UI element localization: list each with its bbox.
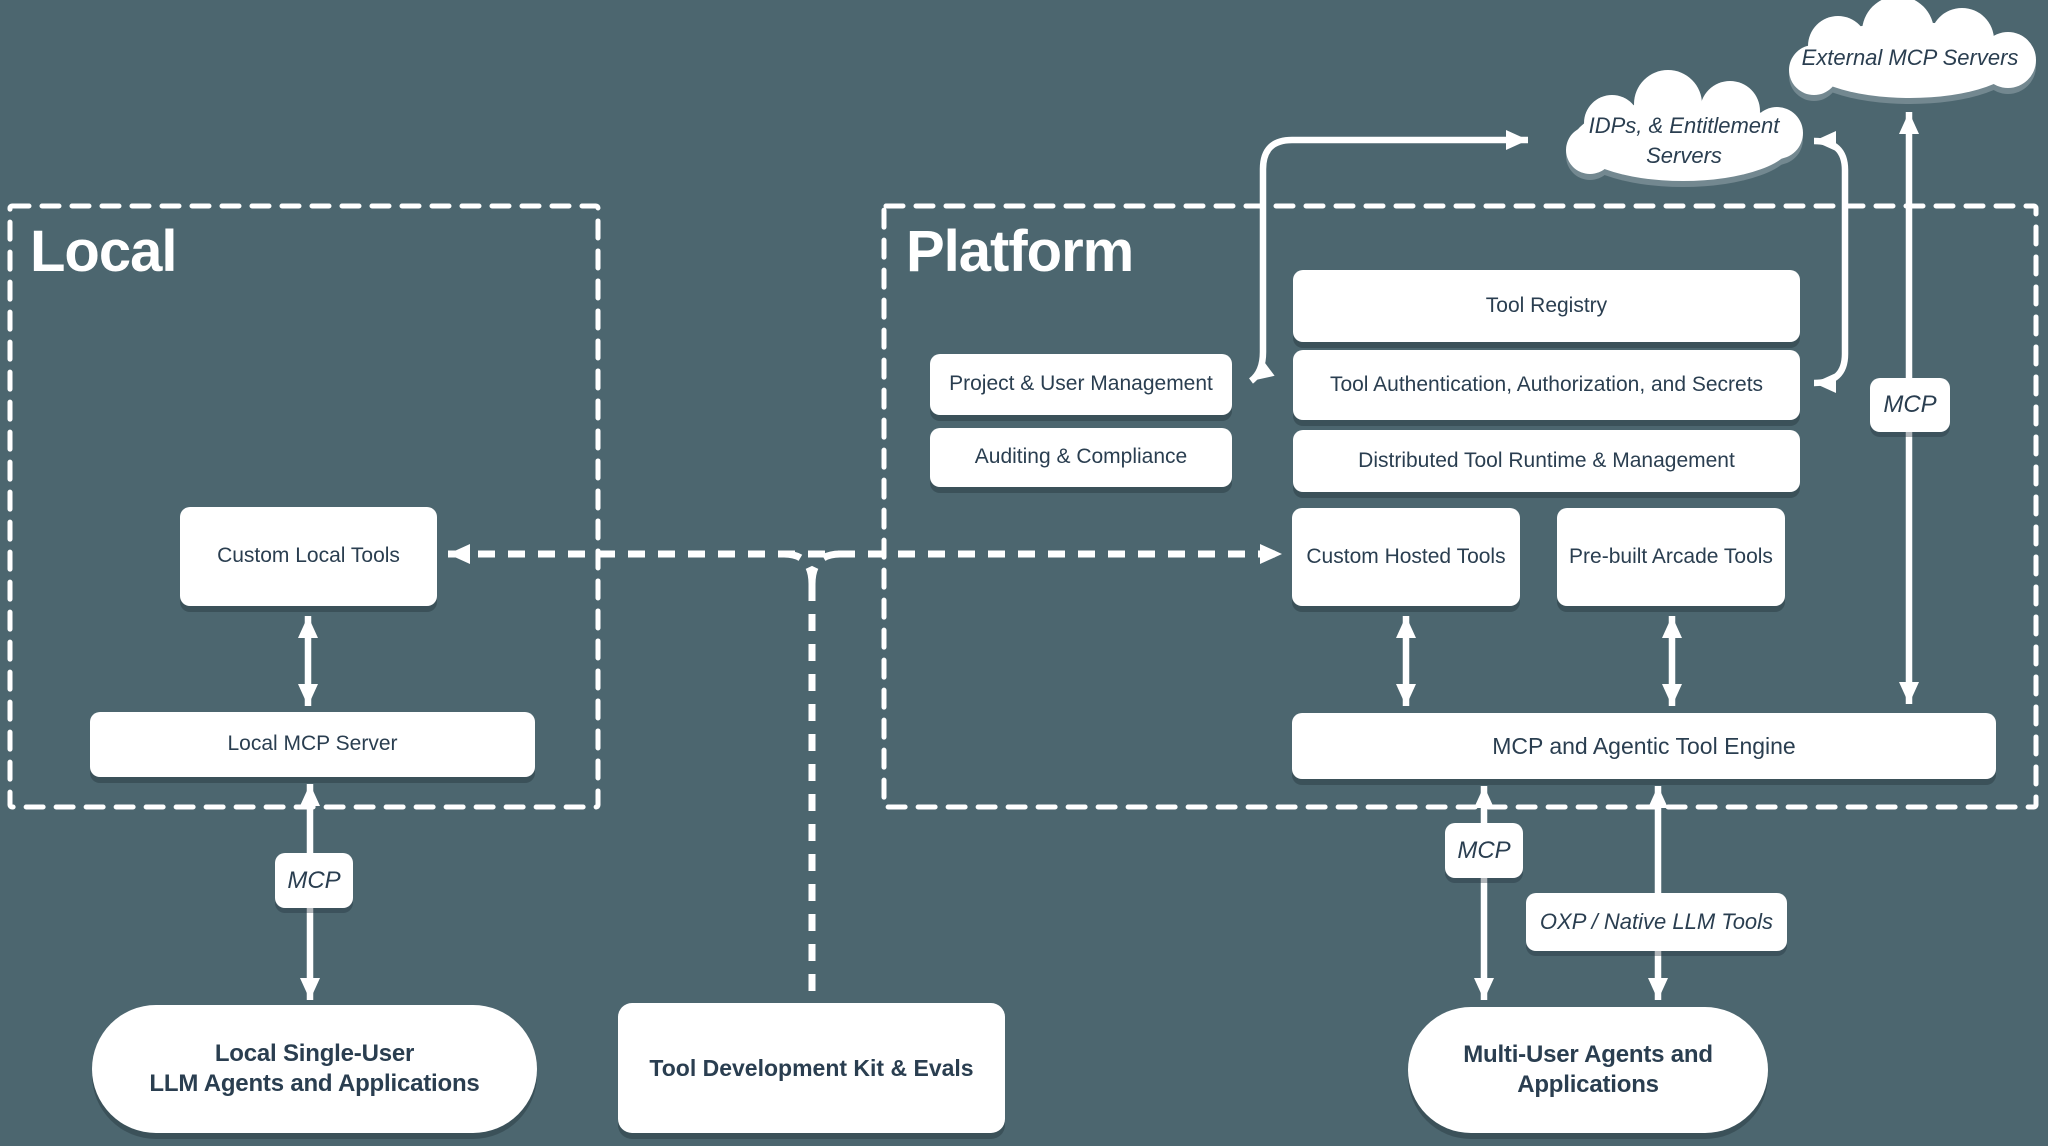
project-user-management-box: Project & User Management [930,354,1232,415]
tool-development-kit-box: Tool Development Kit & Evals [618,1003,1005,1133]
local-region-title: Local [30,219,177,284]
custom-hosted-tools-box: Custom Hosted Tools [1292,508,1520,606]
local-single-user-line2: LLM Agents and Applications [149,1070,480,1097]
local-single-user-line1: Local Single-User [214,1040,415,1067]
idps-cloud-label-line2: Servers [1646,143,1722,168]
idps-cloud [1566,70,1803,181]
external-mcp-cloud [1789,0,2036,98]
dashed-branch-curve-right [808,550,841,585]
multi-user-line1: Multi-User Agents and [1463,1041,1713,1068]
idps-cloud-label: IDPs, & Entitlement Servers [1570,108,1798,174]
idps-cloud-label-line1: IDPs, & Entitlement [1588,113,1780,139]
multi-user-line2: Applications [1517,1071,1659,1098]
multi-user-agents-pill: Multi-User Agents and Applications [1408,1007,1768,1133]
dashed-branch-curve-left [783,550,816,585]
mcp-agentic-tool-engine-box: MCP and Agentic Tool Engine [1292,713,1996,779]
distributed-runtime-box: Distributed Tool Runtime & Management [1293,430,1800,492]
prebuilt-arcade-tools-box: Pre-built Arcade Tools [1557,508,1785,606]
external-mcp-cloud-label: External MCP Servers [1801,45,2019,71]
oxp-protocol-label: OXP / Native LLM Tools [1526,893,1787,951]
local-mcp-server-box: Local MCP Server [90,712,535,777]
arrow-idps-projectmgmt [1248,130,1528,384]
mcp-protocol-label-external: MCP [1870,378,1950,432]
arrow-idps-toolauth [1813,131,1849,393]
mcp-protocol-label-multiuser: MCP [1445,823,1523,878]
platform-region-title: Platform [906,219,1134,284]
mcp-protocol-label-local: MCP [275,853,353,908]
tool-registry-box: Tool Registry [1293,270,1800,342]
custom-local-tools-box: Custom Local Tools [180,507,437,606]
tool-auth-box: Tool Authentication, Authorization, and … [1293,350,1800,420]
local-single-user-agents-pill: Local Single-User LLM Agents and Applica… [92,1005,537,1133]
auditing-compliance-box: Auditing & Compliance [930,428,1232,487]
